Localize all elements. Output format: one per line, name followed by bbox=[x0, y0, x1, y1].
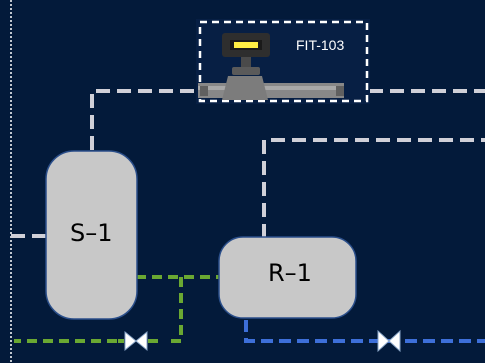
green-pipe bbox=[14, 275, 220, 343]
gate-valve-icon[interactable] bbox=[377, 329, 401, 353]
flow-indicator-transmitter-icon bbox=[198, 33, 344, 100]
separator-vessel[interactable] bbox=[45, 150, 138, 320]
instrument-selection-frame bbox=[198, 20, 369, 103]
reactor-vessel[interactable] bbox=[218, 236, 357, 319]
reactor-label: R–1 bbox=[268, 259, 312, 287]
fit-103-instrument[interactable] bbox=[196, 19, 370, 104]
separator-label: S–1 bbox=[70, 219, 113, 247]
gate-valve-icon[interactable] bbox=[124, 330, 148, 352]
pipe-r1-top-out bbox=[262, 138, 485, 238]
green-pipe-bottom bbox=[14, 277, 183, 343]
blue-pipe bbox=[244, 320, 485, 343]
instrument-tag-label: FIT-103 bbox=[296, 37, 345, 53]
